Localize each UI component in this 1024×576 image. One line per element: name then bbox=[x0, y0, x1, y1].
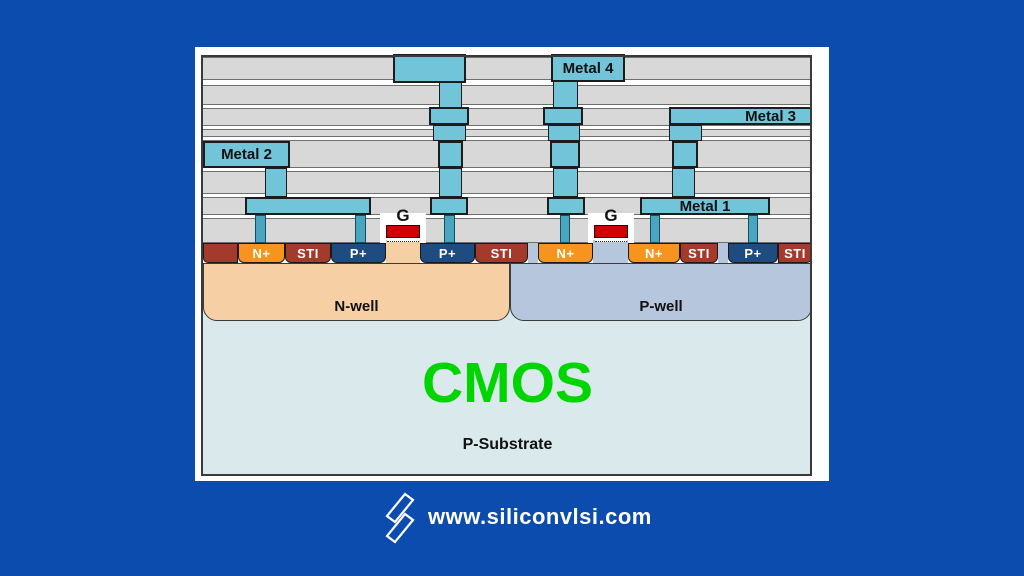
pmos-gate-label: G bbox=[396, 206, 410, 225]
dielectric-band bbox=[203, 140, 812, 168]
via1 bbox=[672, 168, 695, 197]
metal3-plate bbox=[543, 107, 583, 125]
n-plus-region: N+ bbox=[538, 243, 593, 263]
n-plus-region: N+ bbox=[628, 243, 680, 263]
metal2-plate bbox=[550, 141, 580, 168]
p-plus-region: P+ bbox=[331, 243, 386, 263]
sti-region: STI bbox=[285, 243, 331, 263]
via2 bbox=[669, 125, 702, 141]
n-well-label: N-well bbox=[334, 298, 379, 315]
pmos-gate bbox=[386, 225, 420, 238]
via2 bbox=[433, 125, 466, 141]
metal1-plate bbox=[430, 197, 468, 215]
metal3-labeled-plate: Metal 3 bbox=[669, 107, 812, 125]
metal1-plate bbox=[245, 197, 371, 215]
contact-plug bbox=[748, 215, 758, 243]
contact-plug bbox=[444, 215, 455, 243]
cmos-title: CMOS bbox=[422, 351, 593, 415]
metal3-plate bbox=[429, 107, 469, 125]
pmos-gate-oxide bbox=[387, 238, 419, 242]
via2 bbox=[548, 125, 580, 141]
p-well-region: P-well bbox=[510, 263, 812, 321]
diagram-frame bbox=[201, 55, 812, 476]
nmos-gate-label: G bbox=[604, 206, 618, 225]
p-plus-region: P+ bbox=[420, 243, 475, 263]
metal2-labeled-plate: Metal 2 bbox=[203, 141, 290, 168]
p-well-gap bbox=[718, 243, 728, 263]
nmos-channel bbox=[593, 240, 628, 263]
sti-region bbox=[203, 243, 238, 263]
p-plus-region: P+ bbox=[728, 243, 778, 263]
nmos-gate bbox=[594, 225, 628, 238]
sti-region: STI bbox=[475, 243, 528, 263]
contact-plug bbox=[355, 215, 366, 243]
contact-plug bbox=[650, 215, 660, 243]
contact-plug bbox=[560, 215, 570, 243]
dielectric-band bbox=[203, 171, 812, 194]
p-substrate-label: P-Substrate bbox=[462, 436, 553, 453]
via1 bbox=[553, 168, 578, 197]
metal2-plate bbox=[672, 141, 698, 168]
metal1-plate bbox=[547, 197, 585, 215]
lightning-s-icon bbox=[385, 492, 415, 544]
nmos-gate-oxide bbox=[595, 238, 627, 242]
contact-plug bbox=[255, 215, 266, 243]
metal1-labeled-plate: Metal 1 bbox=[640, 197, 770, 215]
n-well-region: N-well bbox=[203, 263, 510, 321]
metal4-labeled-plate: Metal 4 bbox=[551, 54, 625, 82]
n-plus-region: N+ bbox=[238, 243, 285, 263]
website-url: www.siliconvlsi.com bbox=[428, 504, 652, 529]
dielectric-band bbox=[203, 57, 812, 80]
p-well-label: P-well bbox=[639, 298, 683, 315]
diagram-panel: N-well P-well CMOS P-Substrate N+ STI P+… bbox=[195, 47, 829, 481]
dielectric-band bbox=[203, 218, 812, 243]
p-well-gap bbox=[528, 243, 538, 263]
dielectric-band bbox=[203, 85, 812, 105]
sti-region: STI bbox=[778, 243, 812, 263]
via1 bbox=[265, 168, 287, 197]
via1 bbox=[439, 168, 462, 197]
sti-region: STI bbox=[680, 243, 718, 263]
dielectric-band bbox=[203, 129, 812, 137]
pmos-channel bbox=[386, 240, 420, 263]
metal2-plate bbox=[438, 141, 463, 168]
cmos-cross-section: N-well P-well CMOS P-Substrate N+ STI P+… bbox=[203, 54, 812, 476]
dielectric-band bbox=[203, 108, 812, 126]
